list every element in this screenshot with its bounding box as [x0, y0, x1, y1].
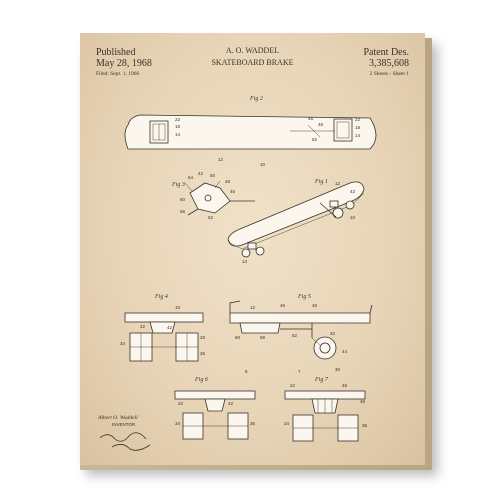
patent-label: Patent Des. [363, 47, 409, 58]
svg-text:36: 36 [362, 423, 368, 428]
published-date: May 28, 1968 [96, 58, 152, 69]
svg-text:48: 48 [312, 303, 318, 308]
svg-text:14: 14 [242, 259, 248, 264]
fig5-label: Fig 5 [297, 294, 311, 300]
svg-text:46: 46 [230, 189, 236, 194]
svg-text:60: 60 [180, 197, 186, 202]
svg-text:12: 12 [335, 181, 341, 186]
fig2-rear-truck [290, 118, 353, 142]
fig3-brake-detail [184, 180, 255, 216]
svg-text:22: 22 [140, 324, 146, 329]
published-label: Published [96, 47, 136, 58]
svg-text:46: 46 [280, 303, 286, 308]
fig1-label: Fig 1 [314, 179, 328, 185]
patent-title: SKATEBOARD BRAKE [211, 58, 294, 67]
svg-text:42: 42 [167, 325, 173, 330]
inventor-role: INVENTOR [112, 422, 136, 427]
svg-text:62: 62 [208, 215, 214, 220]
filed-date: Filed: Sept. 1, 1966 [96, 71, 140, 77]
svg-text:18: 18 [175, 124, 181, 129]
svg-text:44: 44 [342, 349, 348, 354]
svg-text:42: 42 [350, 189, 356, 194]
svg-text:60: 60 [235, 335, 241, 340]
patent-number: 3,385,608 [369, 58, 409, 69]
svg-text:58: 58 [260, 335, 266, 340]
svg-text:6: 6 [245, 369, 248, 374]
svg-text:42: 42 [198, 171, 204, 176]
svg-text:22: 22 [355, 117, 361, 122]
svg-text:36: 36 [200, 351, 206, 356]
fig1-perspective-board [227, 181, 365, 258]
svg-text:66: 66 [180, 209, 186, 214]
svg-text:22: 22 [178, 401, 184, 406]
svg-text:22: 22 [175, 117, 181, 122]
svg-text:48: 48 [360, 399, 366, 404]
svg-text:48: 48 [318, 122, 324, 127]
fig2-front-truck [149, 120, 169, 144]
svg-text:18: 18 [355, 125, 361, 130]
svg-text:42: 42 [228, 401, 234, 406]
svg-text:14: 14 [175, 132, 181, 137]
svg-text:7: 7 [298, 369, 301, 374]
fig4-label: Fig 4 [154, 293, 168, 300]
svg-text:12: 12 [250, 305, 256, 310]
svg-text:52: 52 [292, 333, 298, 338]
svg-text:48: 48 [225, 179, 231, 184]
inventor-signature-name: Albert O. Waddell [97, 415, 138, 421]
signature-block: Albert O. Waddell INVENTOR [97, 415, 151, 451]
svg-text:28: 28 [200, 335, 206, 340]
fig6-cross-section [174, 390, 256, 440]
svg-text:10: 10 [175, 305, 181, 310]
svg-text:34: 34 [120, 341, 126, 346]
fig2-label: Fig 2 [249, 96, 263, 102]
sheet-info: 2 Sheets - Sheet 1 [369, 71, 409, 77]
fig5-side-view [229, 300, 373, 360]
svg-text:22: 22 [290, 383, 296, 388]
fig7-cross-section [284, 390, 366, 442]
svg-text:52: 52 [312, 137, 318, 142]
svg-text:64: 64 [188, 175, 194, 180]
patent-drawing: Fig 2 22 18 14 46 48 52 22 18 14 12 10 Fig 3 [97, 96, 377, 451]
svg-text:46: 46 [308, 116, 314, 121]
patent-print-canvas: Published May 28, 1968 Filed: Sept. 1, 1… [80, 33, 425, 465]
svg-text:36: 36 [250, 421, 256, 426]
inventor-name: A. O. WADDEL [225, 46, 280, 55]
svg-text:12: 12 [218, 157, 224, 162]
attorney-signature [111, 444, 151, 451]
svg-text:46: 46 [342, 383, 348, 388]
svg-text:50: 50 [210, 173, 216, 178]
svg-text:30: 30 [335, 367, 341, 372]
fig7-label: Fig 7 [314, 377, 329, 383]
handwritten-signature [99, 432, 147, 442]
svg-text:10: 10 [350, 215, 356, 220]
svg-text:40: 40 [330, 331, 336, 336]
svg-text:34: 34 [284, 421, 290, 426]
fig6-label: Fig 6 [194, 377, 208, 383]
svg-text:14: 14 [355, 133, 361, 138]
svg-text:34: 34 [175, 421, 181, 426]
fig3-label: Fig 3 [171, 182, 185, 188]
fig2-board-outline [124, 114, 377, 150]
svg-text:10: 10 [260, 162, 266, 167]
fig4-end-view [124, 312, 204, 362]
